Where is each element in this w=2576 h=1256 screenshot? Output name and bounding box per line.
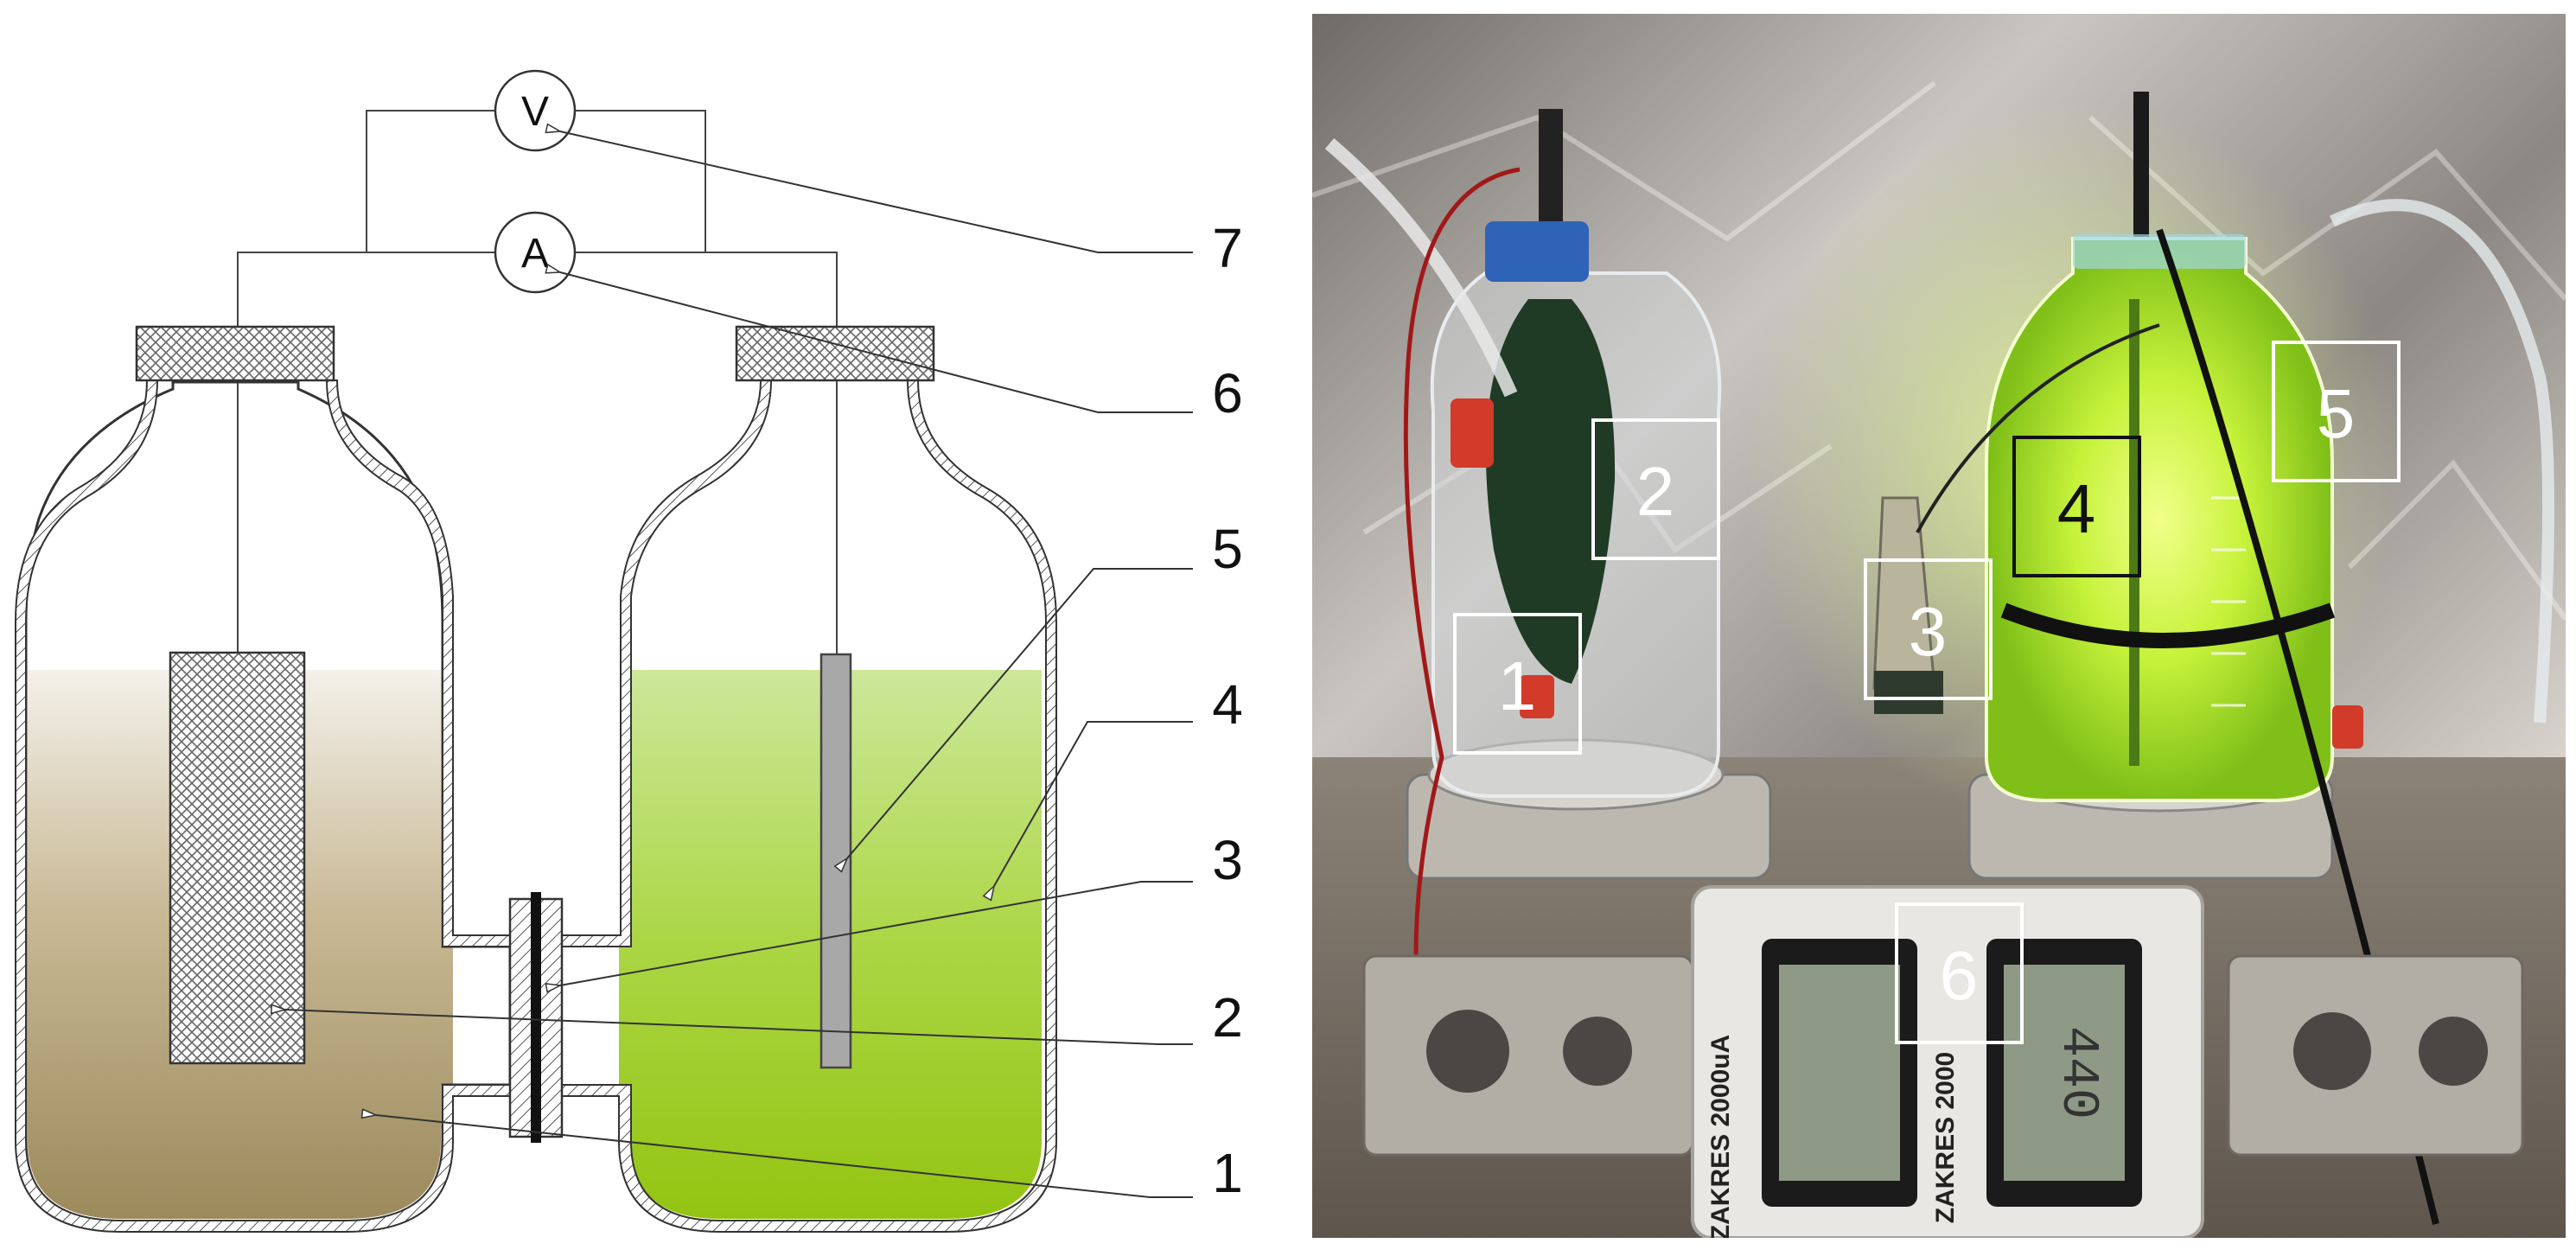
leader-5 bbox=[847, 568, 1193, 858]
photo-box-3: 3 bbox=[1864, 558, 1993, 700]
leader-7 bbox=[560, 131, 1193, 253]
circuit-wires bbox=[237, 110, 838, 657]
anode-red-port bbox=[1451, 398, 1494, 468]
lcd-reading: 440 bbox=[2048, 1026, 2107, 1119]
cathode-chamber bbox=[561, 325, 1057, 1233]
anode-electrode bbox=[169, 651, 306, 1065]
photo-svg: 440 ZAKRES 2000uA ZAKRES 2000 1 2 3 4 5 … bbox=[1312, 14, 2566, 1238]
leader-lines bbox=[285, 131, 1193, 1198]
callout-3: 3 bbox=[1212, 829, 1243, 891]
leader-2 bbox=[285, 1010, 1193, 1045]
photo-box-2-label: 2 bbox=[1636, 453, 1675, 530]
ammeter: A bbox=[494, 211, 577, 294]
callout-7: 7 bbox=[1212, 217, 1243, 279]
callout-5: 5 bbox=[1212, 518, 1243, 580]
setup-photo: 440 ZAKRES 2000uA ZAKRES 2000 1 2 3 4 5 … bbox=[1312, 14, 2566, 1238]
leader-3 bbox=[560, 881, 1193, 985]
device-label-right: ZAKRES 2000 bbox=[1931, 1052, 1960, 1223]
cathode-cap bbox=[735, 325, 935, 382]
cable-tie bbox=[2000, 602, 2335, 648]
photo-box-1: 1 bbox=[1453, 613, 1582, 755]
ammeter-symbol: A bbox=[521, 231, 549, 277]
membrane bbox=[531, 892, 541, 1143]
photo-box-3-label: 3 bbox=[1909, 593, 1948, 670]
leader-4 bbox=[994, 721, 1193, 886]
cathode-rod bbox=[2129, 299, 2139, 766]
voltmeter: V bbox=[494, 69, 577, 152]
anode-cap bbox=[135, 325, 335, 382]
graduation-marks bbox=[2211, 496, 2246, 707]
anode-dark-electrode bbox=[1486, 299, 1616, 684]
callout-4: 4 bbox=[1212, 673, 1243, 736]
photo-box-5: 5 bbox=[2272, 341, 2401, 482]
leader-6 bbox=[560, 272, 1193, 413]
anode-blue-cap bbox=[1485, 221, 1589, 282]
photo-box-2: 2 bbox=[1591, 418, 1720, 560]
membrane-assembly bbox=[508, 892, 564, 1143]
photo-meter-box: 440 ZAKRES 2000uA ZAKRES 2000 bbox=[1691, 885, 2204, 1238]
photo-box-1-label: 1 bbox=[1498, 647, 1537, 724]
anode-chamber bbox=[15, 325, 512, 1233]
photo-box-5-label: 5 bbox=[2317, 375, 2356, 452]
device-label-left: ZAKRES 2000uA bbox=[1706, 1035, 1735, 1238]
voltmeter-symbol: V bbox=[521, 89, 549, 135]
photo-box-4-label: 4 bbox=[2057, 470, 2096, 547]
cathode-electrode bbox=[819, 653, 852, 1069]
callout-6: 6 bbox=[1212, 362, 1243, 424]
photo-box-4: 4 bbox=[2012, 436, 2141, 577]
photo-controller-right bbox=[2227, 954, 2524, 1157]
photo-box-6-label: 6 bbox=[1940, 937, 1979, 1014]
fuel-cell-diagram: V A 7 6 5 4 3 2 1 bbox=[15, 69, 1243, 1233]
photo-controller-left bbox=[1362, 954, 1694, 1157]
cathode-green-liquid bbox=[1985, 237, 2334, 802]
photo-box-6: 6 bbox=[1895, 902, 2024, 1044]
photo-cathode-bottle bbox=[1985, 92, 2363, 802]
diagram-svg: V A 7 6 5 4 3 2 1 bbox=[15, 69, 1243, 1233]
photo-clamp bbox=[1872, 496, 1943, 714]
photo-anode-bottle bbox=[1430, 109, 1722, 798]
leader-1 bbox=[376, 1115, 1193, 1198]
callout-2: 2 bbox=[1212, 986, 1243, 1049]
callout-1: 1 bbox=[1212, 1142, 1243, 1204]
